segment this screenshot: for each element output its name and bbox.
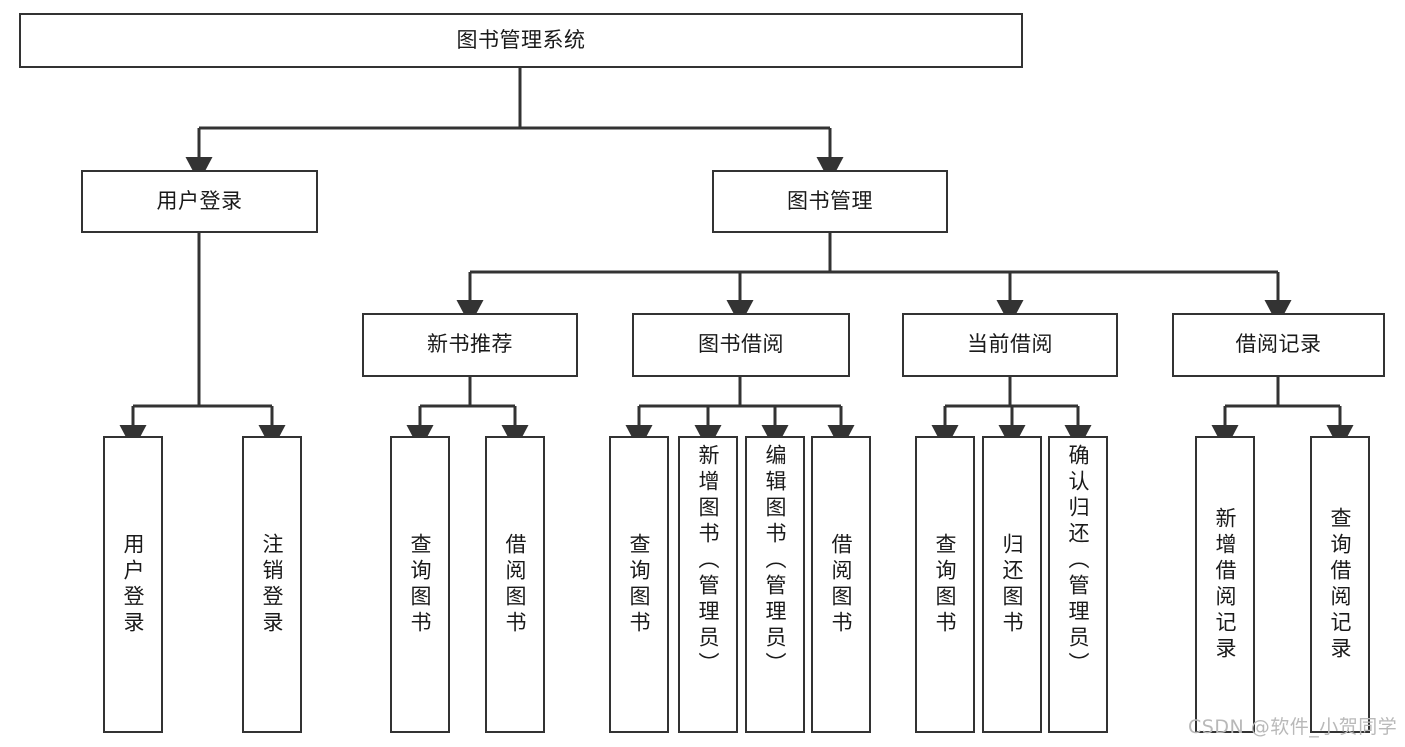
leaf-label: 借阅图书	[829, 532, 854, 637]
leaf-label: 用户登录	[121, 532, 146, 637]
node-label: 新书推荐	[427, 332, 513, 357]
leaf-logout[interactable]: 注销登录	[242, 436, 302, 733]
leaf-add-book-admin[interactable]: 新增图书（管理员）	[678, 436, 738, 733]
node-label: 用户登录	[156, 188, 243, 213]
node-user-login[interactable]: 用户登录	[81, 170, 318, 233]
node-root-library-system[interactable]: 图书管理系统	[19, 13, 1023, 68]
leaf-label: 注销登录	[260, 532, 285, 637]
leaf-confirm-return-admin[interactable]: 确认归还（管理员）	[1048, 436, 1108, 733]
leaf-edit-book-admin[interactable]: 编辑图书（管理员）	[745, 436, 805, 733]
node-book-management[interactable]: 图书管理	[712, 170, 948, 233]
csdn-watermark: CSDN @软件_小贺同学	[1188, 716, 1398, 738]
leaf-label: 新增图书（管理员）	[696, 444, 721, 678]
leaf-label: 编辑图书（管理员）	[763, 444, 788, 678]
leaf-label: 确认归还（管理员）	[1066, 444, 1091, 678]
leaf-label: 查询图书	[408, 532, 433, 637]
leaf-return-book[interactable]: 归还图书	[982, 436, 1042, 733]
leaf-label: 借阅图书	[503, 532, 528, 637]
leaf-label: 归还图书	[1000, 532, 1025, 637]
leaf-query-book-borrow[interactable]: 查询图书	[609, 436, 669, 733]
node-label: 图书管理	[787, 188, 873, 213]
leaf-query-book-current[interactable]: 查询图书	[915, 436, 975, 733]
node-label: 借阅记录	[1235, 332, 1322, 357]
leaf-add-borrow-record[interactable]: 新增借阅记录	[1195, 436, 1255, 733]
node-label: 当前借阅	[967, 332, 1053, 357]
leaf-user-login[interactable]: 用户登录	[103, 436, 163, 733]
node-label: 图书借阅	[698, 332, 784, 357]
leaf-label: 查询图书	[933, 532, 958, 637]
leaf-label: 查询借阅记录	[1328, 506, 1353, 663]
node-new-book-recommend[interactable]: 新书推荐	[362, 313, 578, 377]
leaf-label: 新增借阅记录	[1213, 506, 1238, 663]
leaf-borrow-book-recommend[interactable]: 借阅图书	[485, 436, 545, 733]
node-label: 图书管理系统	[456, 27, 586, 52]
node-current-borrow[interactable]: 当前借阅	[902, 313, 1118, 377]
leaf-borrow-book[interactable]: 借阅图书	[811, 436, 871, 733]
leaf-query-book-recommend[interactable]: 查询图书	[390, 436, 450, 733]
node-borrow-record[interactable]: 借阅记录	[1172, 313, 1385, 377]
leaf-label: 查询图书	[627, 532, 652, 637]
node-book-borrow[interactable]: 图书借阅	[632, 313, 850, 377]
leaf-query-borrow-record[interactable]: 查询借阅记录	[1310, 436, 1370, 733]
